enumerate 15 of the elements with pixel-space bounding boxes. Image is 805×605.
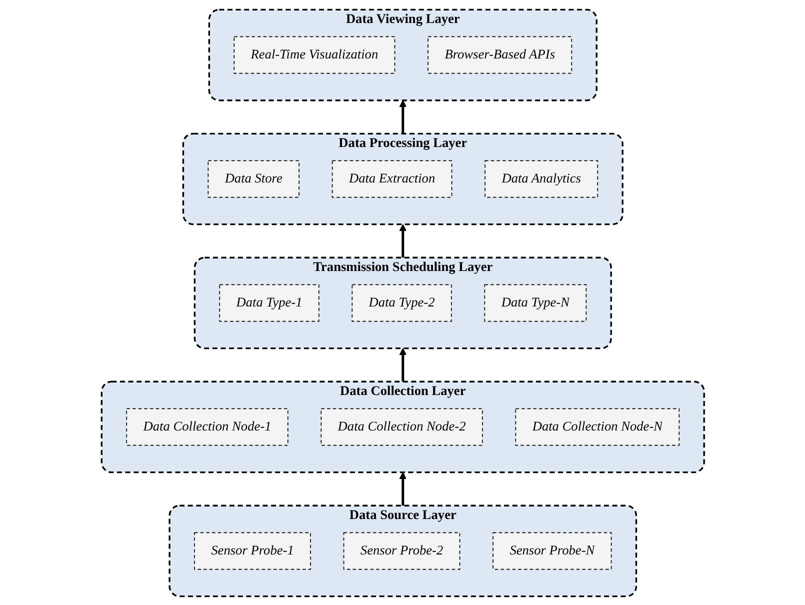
node-box: Browser-Based APIs bbox=[427, 36, 572, 74]
arrow bbox=[398, 348, 406, 382]
node-box: Sensor Probe-1 bbox=[194, 532, 311, 570]
node-box: Data Type-2 bbox=[351, 284, 452, 322]
node-box: Data Collection Node-2 bbox=[320, 408, 482, 446]
node-box: Sensor Probe-2 bbox=[342, 532, 460, 570]
node-box: Data Type-1 bbox=[218, 284, 319, 322]
arrow bbox=[398, 100, 406, 134]
node-box: Data Analytics bbox=[484, 160, 598, 198]
node-box: Data Collection Node-1 bbox=[126, 408, 288, 446]
arrow bbox=[398, 472, 406, 506]
arrow bbox=[398, 224, 406, 258]
node-box: Data Extraction bbox=[332, 160, 452, 198]
node-box: Real-Time Visualization bbox=[233, 36, 395, 74]
node-box: Data Store bbox=[207, 160, 300, 198]
